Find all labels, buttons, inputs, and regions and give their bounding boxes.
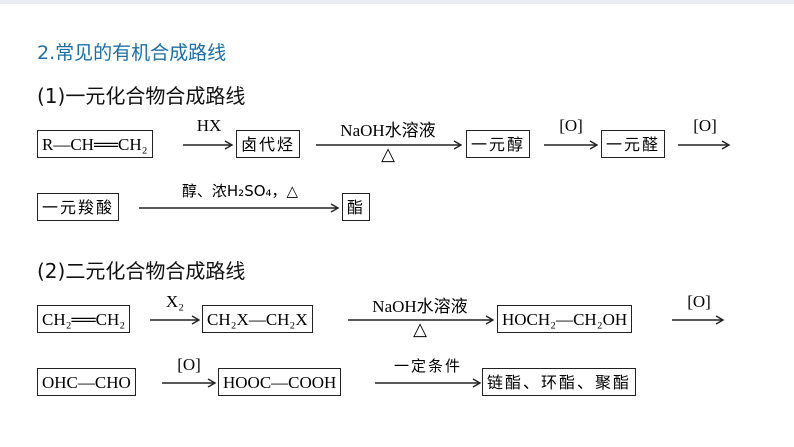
section-title: 2.常见的有机合成路线 [37,42,227,64]
condition-label: 一定条件 [393,357,462,375]
arrow-oxidation-1 [544,140,599,150]
arrow-condition [375,378,482,388]
arrow-hydrolysis-1 [316,140,463,150]
dihalide-box: CH₂X—CH₂X [202,305,313,333]
ethylene-box: CH₂══CH₂ [37,305,131,333]
arrow-hx [183,140,234,150]
heat-symbol-2: △ [413,319,427,339]
arrow-oxidation-4 [162,378,217,388]
esterify-label: 醇、浓H₂SO₄，△ [181,182,299,200]
reagent-naoh-label-1: NaOH水溶液 [340,121,436,140]
oxidant-label-2: [O] [693,116,717,135]
diacid-box: HOOC—COOH [218,368,342,396]
route2-title: (2)二元化合物合成路线 [37,259,246,283]
reagent-hx-label: HX [196,116,222,135]
diol-box: HOCH₂—CH₂OH [497,305,633,333]
route1-title: (1)一元化合物合成路线 [37,84,246,108]
arrow-halogenation [150,315,201,325]
haloalkane-box: 卤代烃 [236,130,301,158]
oxidant-label-4: [O] [177,355,201,374]
arrow-hydrolysis-2 [348,315,495,325]
esters-box: 链酯、环酯、聚酯 [482,368,637,396]
acid-box: 一元羧酸 [37,193,120,221]
dialdehyde-box: OHC—CHO [37,368,136,396]
arrow-esterify [139,203,340,213]
heat-symbol-1: △ [381,144,395,164]
arrow-oxidation-2 [678,140,731,150]
oxidant-label-1: [O] [559,116,583,135]
arrow-oxidation-3 [672,315,725,325]
alkene-box: R—CH══CH₂ [37,130,153,158]
ester-box: 酯 [342,193,371,221]
top-bar [0,0,794,4]
aldehyde-box: 一元醛 [601,130,666,158]
reagent-naoh-label-2: NaOH水溶液 [372,297,468,316]
alcohol-box: 一元醇 [466,130,531,158]
oxidant-label-3: [O] [687,292,711,311]
reagent-x2-label: X₂ [165,292,185,311]
